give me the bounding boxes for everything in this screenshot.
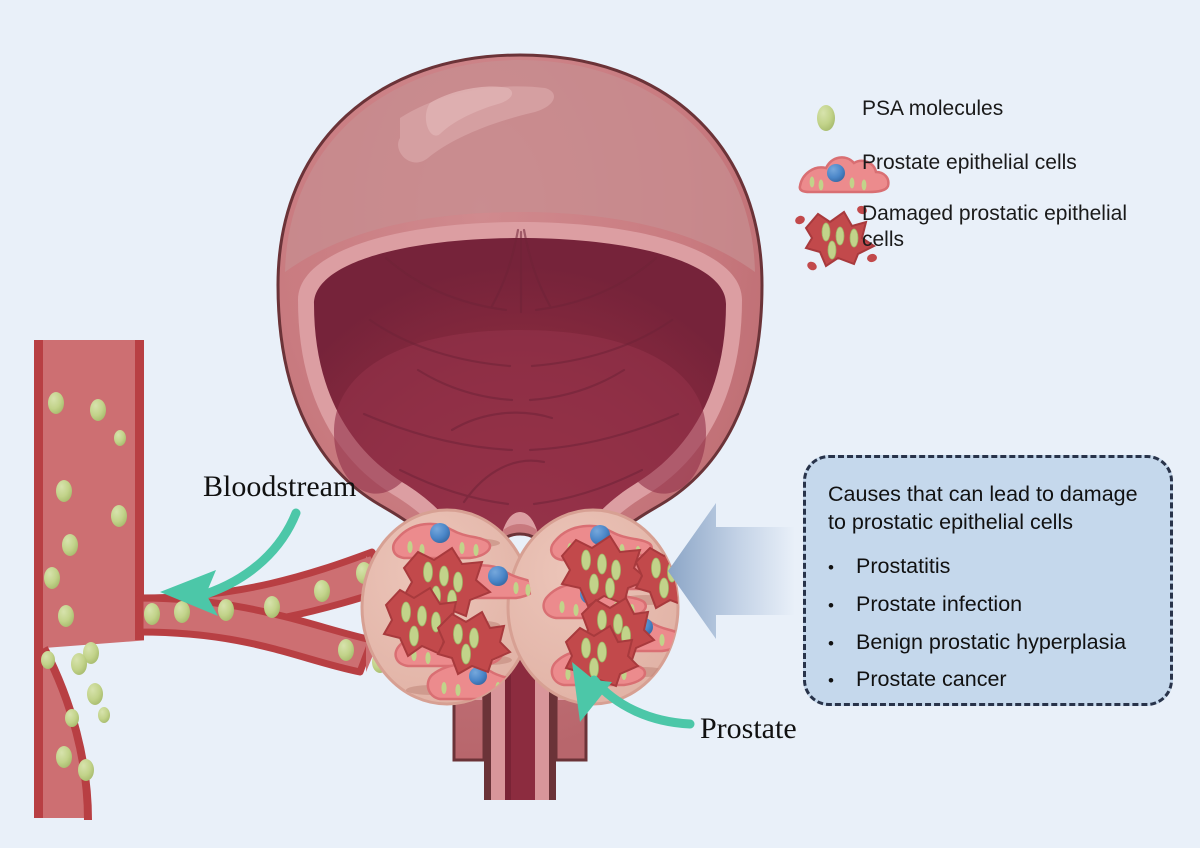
bloodstream-arrow bbox=[160, 508, 301, 616]
legend-icon-prostate-epithelial-cell bbox=[798, 156, 890, 194]
legend-item-psa-molecules: PSA molecules bbox=[790, 92, 1190, 122]
causes-list-item: • Prostatitis bbox=[828, 553, 1150, 580]
urinary-bladder bbox=[276, 53, 764, 762]
legend-label-damaged-prostatic-epithelial-cells: Damaged prostatic epithelial cells bbox=[862, 201, 1127, 251]
causes-list-item-label: Prostatitis bbox=[856, 553, 951, 578]
legend-item-prostate-epithelial-cells: Prostate epithelial cells bbox=[790, 148, 1190, 176]
causes-list: • Prostatitis • Prostate infection • Ben… bbox=[828, 553, 1150, 694]
causes-list-item: • Prostate cancer bbox=[828, 666, 1150, 693]
legend-label-prostate-epithelial-cells: Prostate epithelial cells bbox=[862, 151, 1077, 175]
causes-list-item-label: Benign prostatic hyperplasia bbox=[856, 629, 1127, 654]
legend-icon-damaged-prostatic-epithelial-cell bbox=[795, 205, 877, 271]
bullet-glyph: • bbox=[828, 557, 834, 577]
prostate-left-lobe-cells bbox=[382, 522, 532, 701]
bullet-glyph: • bbox=[828, 671, 834, 691]
causes-arrow bbox=[668, 503, 795, 639]
legend: PSA molecules Prostate epithelial cells … bbox=[790, 92, 1190, 267]
causes-infobox: Causes that can lead to damage to prosta… bbox=[803, 455, 1173, 706]
causes-list-item-label: Prostate cancer bbox=[856, 667, 1007, 692]
legend-label-psa-molecules: PSA molecules bbox=[862, 97, 1004, 120]
causes-infobox-title: Causes that can lead to damage to prosta… bbox=[828, 482, 1138, 535]
bloodstream-label: Bloodstream bbox=[203, 470, 357, 503]
prostate-label: Prostate bbox=[700, 712, 797, 745]
causes-list-item: • Prostate infection bbox=[828, 591, 1150, 618]
prostate-arrow bbox=[572, 662, 695, 729]
causes-list-item-label: Prostate infection bbox=[856, 591, 1023, 616]
legend-icon-psa-molecule bbox=[817, 105, 835, 131]
legend-item-damaged-prostatic-epithelial-cells: Damaged prostatic epithelial cells bbox=[790, 199, 1190, 254]
bullet-glyph: • bbox=[828, 633, 834, 653]
causes-list-item: • Benign prostatic hyperplasia bbox=[828, 629, 1150, 656]
psa-molecules-bloodstream bbox=[41, 392, 127, 781]
bullet-glyph: • bbox=[828, 595, 834, 615]
